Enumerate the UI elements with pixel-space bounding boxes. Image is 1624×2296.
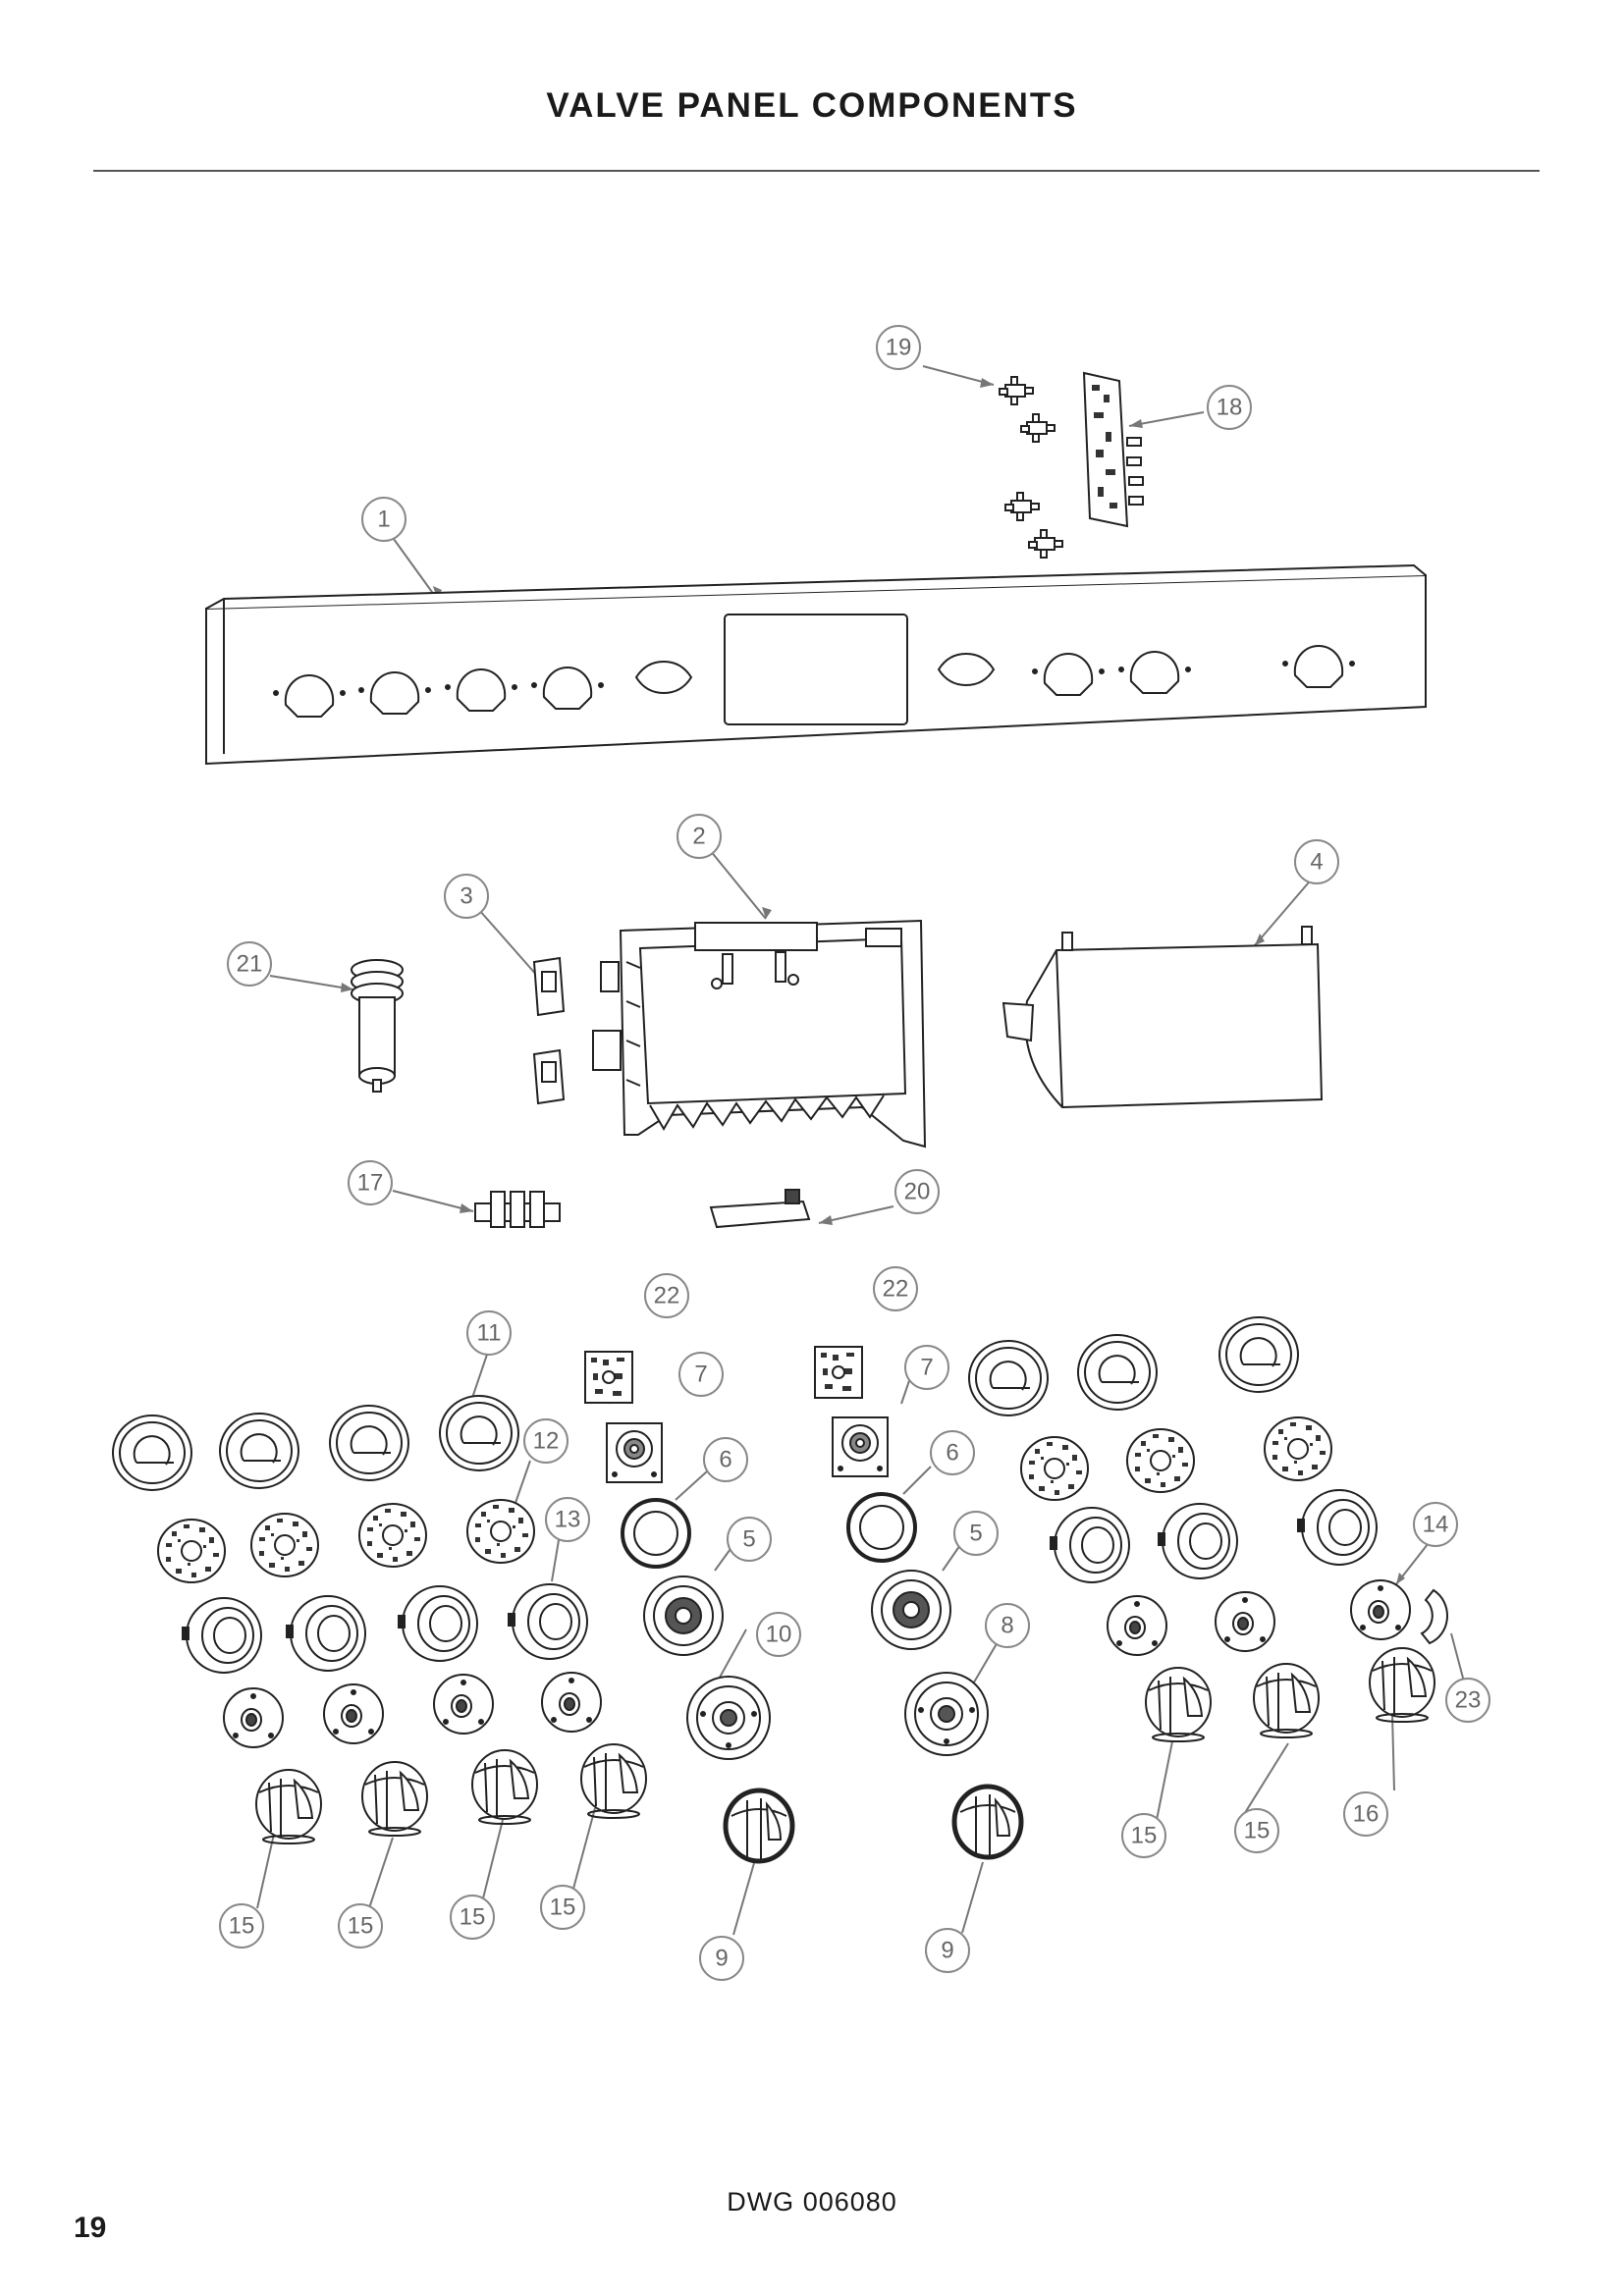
callout-label-19: 19: [886, 335, 912, 361]
callout-9b: [925, 1928, 970, 1973]
encoder-part-21: [351, 959, 404, 1093]
base-parts-10-8: [686, 1672, 989, 1760]
callout-15c: [450, 1895, 495, 1940]
callout-15a: [219, 1903, 264, 1949]
knob-parts-9: [726, 1787, 1021, 1861]
callout-label-11: 11: [477, 1320, 502, 1347]
callout-6b: [930, 1430, 975, 1475]
callout-label-6b: 6: [946, 1440, 958, 1467]
callout-label-1: 1: [377, 507, 390, 533]
callout-21: [227, 941, 272, 987]
callout-label-16: 16: [1353, 1801, 1380, 1828]
callout-8: [985, 1603, 1030, 1648]
callout-label-8: 8: [1001, 1613, 1013, 1639]
callout-13: [545, 1497, 590, 1542]
callout-label-15f: 15: [1244, 1818, 1271, 1844]
callout-label-9b: 9: [941, 1938, 953, 1964]
callout-label-2: 2: [692, 824, 705, 850]
callout-17: [348, 1160, 393, 1205]
callout-14: [1413, 1502, 1458, 1547]
callout-15d: [540, 1885, 585, 1930]
valve-panel-part-1: [205, 563, 1427, 766]
callout-15b: [338, 1903, 383, 1949]
callout-9a: [699, 1936, 744, 1981]
retaining-clip-part-23: [1420, 1588, 1448, 1645]
title-divider: [93, 170, 1540, 172]
callout-10: [756, 1612, 801, 1657]
callout-18: [1207, 385, 1252, 430]
callout-7b: [904, 1345, 949, 1390]
callout-22b: [873, 1266, 918, 1311]
callout-label-12: 12: [533, 1428, 560, 1455]
micro-switch-part-3: [532, 956, 566, 1105]
switch-base-parts-14: [223, 1579, 1411, 1748]
callout-label-14: 14: [1423, 1512, 1449, 1538]
callout-23: [1445, 1678, 1490, 1723]
display-frame-part-2: [592, 919, 927, 1148]
callouts: [219, 325, 1490, 1981]
display-cover-part-4: [1001, 926, 1324, 1109]
callout-5a: [727, 1517, 772, 1562]
callout-label-22b: 22: [883, 1276, 909, 1303]
callout-label-21: 21: [237, 951, 263, 978]
pcb-parts-22: [584, 1346, 863, 1404]
callout-label-7b: 7: [920, 1355, 933, 1381]
terminal-block-part-17: [474, 1191, 561, 1228]
callout-label-4: 4: [1310, 849, 1323, 876]
callout-11: [466, 1310, 512, 1356]
callout-5b: [953, 1511, 999, 1556]
callout-4: [1294, 839, 1339, 884]
callout-label-15b: 15: [348, 1913, 374, 1940]
callout-label-22a: 22: [654, 1283, 680, 1309]
callout-22a: [644, 1273, 689, 1318]
control-pcb-part-18: [1082, 371, 1144, 528]
callout-label-15d: 15: [550, 1895, 576, 1921]
callout-label-7a: 7: [694, 1362, 707, 1388]
drawing-number: DWG 006080: [727, 2187, 897, 2216]
callout-label-13: 13: [555, 1507, 581, 1533]
callout-label-9a: 9: [715, 1946, 728, 1972]
bracket-parts-7: [606, 1416, 889, 1483]
callout-19: [876, 325, 921, 370]
callout-16: [1343, 1791, 1388, 1837]
callout-7a: [678, 1352, 724, 1397]
callout-label-15e: 15: [1131, 1823, 1158, 1849]
page-number: 19: [74, 2212, 107, 2244]
page-title: VALVE PANEL COMPONENTS: [546, 86, 1078, 125]
callout-2: [677, 814, 722, 859]
callout-label-15c: 15: [460, 1904, 486, 1931]
callout-label-6a: 6: [719, 1447, 731, 1473]
callout-label-23: 23: [1455, 1687, 1482, 1714]
callout-3: [444, 874, 489, 919]
callout-20: [894, 1169, 940, 1214]
connector-part-20: [709, 1189, 811, 1229]
callout-6a: [703, 1437, 748, 1482]
callout-label-17: 17: [357, 1170, 384, 1197]
callout-15f: [1234, 1808, 1279, 1853]
callout-label-15a: 15: [229, 1913, 255, 1940]
callout-label-5b: 5: [969, 1521, 982, 1547]
callout-1: [361, 497, 406, 542]
callout-15e: [1121, 1813, 1166, 1858]
callout-label-3: 3: [460, 883, 472, 910]
callout-label-10: 10: [766, 1622, 792, 1648]
callout-label-5a: 5: [742, 1526, 755, 1553]
callout-label-18: 18: [1217, 395, 1243, 421]
callout-12: [523, 1418, 568, 1464]
callout-label-20: 20: [904, 1179, 931, 1205]
clip-part-19: [999, 376, 1063, 559]
